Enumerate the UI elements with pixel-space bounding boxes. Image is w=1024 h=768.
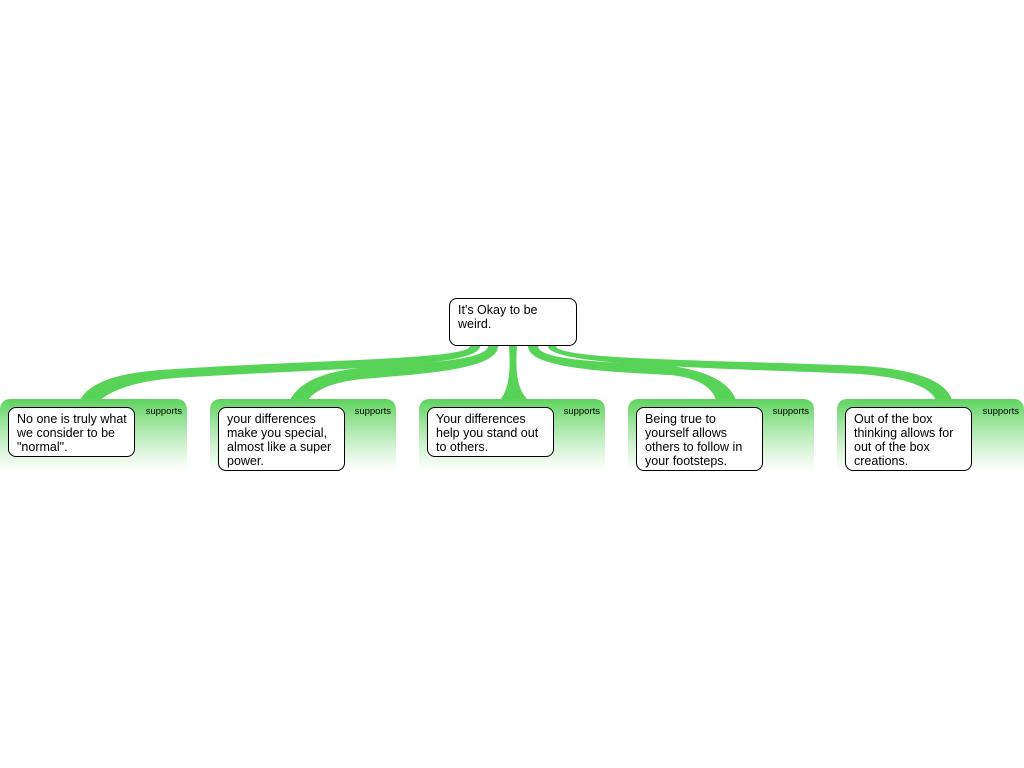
child-node-text: Being true to yourself allows others to … <box>645 412 743 468</box>
connector-5 <box>548 346 952 400</box>
relation-label: supports <box>145 406 182 417</box>
child-node-text: No one is truly what we consider to be "… <box>17 412 127 454</box>
child-node-5[interactable]: Out of the box thinking allows for out o… <box>845 407 972 471</box>
child-node-text: your differences make you special, almos… <box>227 412 332 468</box>
child-node-text: Out of the box thinking allows for out o… <box>854 412 954 468</box>
connector-3 <box>500 346 528 400</box>
connector-1 <box>80 346 480 400</box>
child-node-text: Your differences help you stand out to o… <box>436 412 539 454</box>
child-panel-5: supports Out of the box thinking allows … <box>837 399 1024 471</box>
child-panel-4: supports Being true to yourself allows o… <box>628 399 814 471</box>
connector-4 <box>528 346 736 400</box>
connector-2 <box>290 346 498 400</box>
relation-label: supports <box>563 406 600 417</box>
relation-label: supports <box>354 406 391 417</box>
relation-label: supports <box>982 406 1019 417</box>
child-node-1[interactable]: No one is truly what we consider to be "… <box>8 407 135 457</box>
child-panel-3: supports Your differences help you stand… <box>419 399 605 471</box>
child-node-2[interactable]: your differences make you special, almos… <box>218 407 345 471</box>
child-node-4[interactable]: Being true to yourself allows others to … <box>636 407 763 471</box>
child-node-3[interactable]: Your differences help you stand out to o… <box>427 407 554 457</box>
child-panel-2: supports your differences make you speci… <box>210 399 396 471</box>
root-node[interactable]: It's Okay to be weird. <box>449 298 577 346</box>
child-panel-1: supports No one is truly what we conside… <box>0 399 187 471</box>
root-node-text: It's Okay to be weird. <box>458 303 538 331</box>
relation-label: supports <box>772 406 809 417</box>
